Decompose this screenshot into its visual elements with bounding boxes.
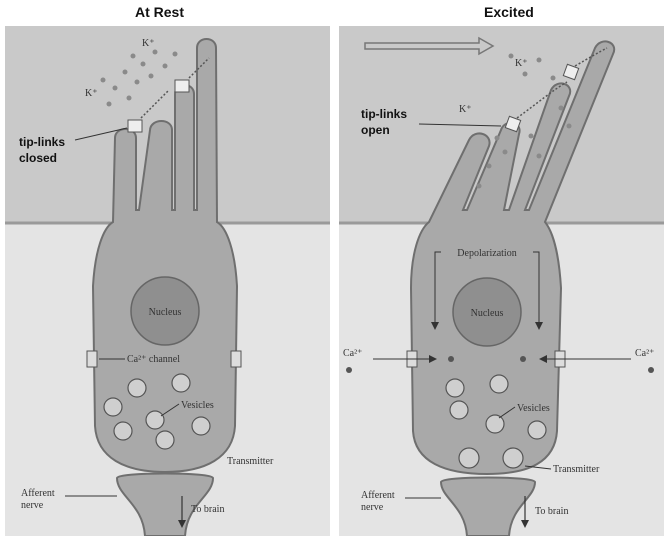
panel-at-rest: K⁺ K⁺ tip-links closed Nucleus Ca²⁺ chan… [5, 26, 330, 536]
tip-link-channel-1 [128, 120, 142, 132]
nucleus-label: Nucleus [149, 307, 182, 318]
vesicles-label: Vesicles [517, 403, 550, 414]
nerve-label: nerve [361, 502, 384, 513]
title-excited: Excited [484, 4, 534, 20]
tip-links-open-label: open [361, 123, 390, 137]
nucleus-label: Nucleus [471, 308, 504, 319]
transmitter-label: Transmitter [227, 456, 274, 467]
tip-links-closed-label: closed [19, 151, 57, 165]
afferent-label: Afferent [21, 488, 55, 499]
ca-channel-right [231, 351, 241, 367]
ca-ion-label-left: Ca²⁺ [343, 348, 362, 359]
title-at-rest: At Rest [135, 4, 184, 20]
ca-ion-outside-left [346, 367, 352, 373]
k-ion-label-1: K⁺ [142, 38, 155, 49]
ca-ion-inside-right [520, 356, 526, 362]
tip-links-label: tip-links [19, 135, 65, 149]
nerve-label: nerve [21, 500, 44, 511]
afferent-label: Afferent [361, 490, 395, 501]
panel-excited: K⁺ K⁺ tip-links open Depolarization Nucl… [339, 26, 664, 536]
ca-ion-label-right: Ca²⁺ [635, 348, 654, 359]
transmitter-label: Transmitter [553, 464, 600, 475]
k-ion-label-1: K⁺ [515, 58, 528, 69]
k-ion-label-2: K⁺ [459, 104, 472, 115]
hair-cell-excited-diagram: K⁺ K⁺ tip-links open Depolarization Nucl… [339, 26, 664, 536]
ca-ion-outside-right [648, 367, 654, 373]
k-ion-label-2: K⁺ [85, 88, 98, 99]
hair-cell-at-rest-diagram: K⁺ K⁺ tip-links closed Nucleus Ca²⁺ chan… [5, 26, 330, 536]
ca-ion-inside-left [448, 356, 454, 362]
to-brain-label: To brain [191, 504, 224, 515]
ca-channel-left [87, 351, 97, 367]
ca-channel-label: Ca²⁺ channel [127, 354, 180, 365]
tip-link-channel-2 [175, 80, 189, 92]
tip-links-label: tip-links [361, 107, 407, 121]
vesicles-label: Vesicles [181, 400, 214, 411]
depolarization-label: Depolarization [457, 248, 516, 259]
to-brain-label: To brain [535, 506, 568, 517]
